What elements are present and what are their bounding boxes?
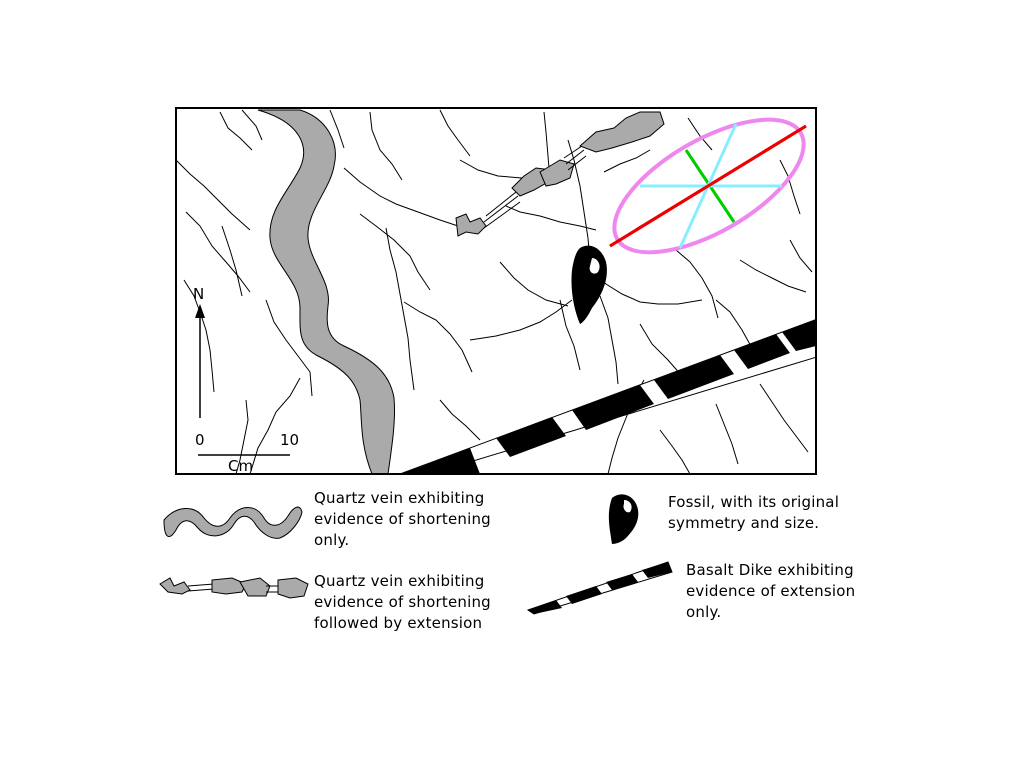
map-frame [175,107,817,475]
legend-text-folded-vein: Quartz vein exhibiting evidence of short… [314,489,491,549]
legend-text-fossil: Fossil, with its original symmetry and s… [668,493,840,532]
legend-text-basalt-dike: Basalt Dike exhibiting evidence of exten… [686,561,856,621]
folded-quartz-vein [257,109,396,474]
basalt-dike [399,318,816,474]
basalt-dike-icon [526,561,673,615]
boudinaged-quartz-vein-icon [159,577,309,599]
fossil-shell-icon [608,494,639,544]
scale-unit-label: Cm [228,457,254,475]
boudinaged-quartz-vein [455,111,665,237]
north-arrow-icon [195,304,205,418]
strain-ellipse [609,117,807,255]
scale-end-label: 10 [280,431,300,449]
fracture-lines [176,109,813,474]
scale-start-label: 0 [195,431,205,449]
folded-quartz-vein-icon [163,506,303,539]
map-panel [176,108,816,474]
fossil [571,245,607,324]
legend-text-boudinaged-vein: Quartz vein exhibiting evidence of short… [314,572,491,632]
north-label: N [193,285,205,303]
